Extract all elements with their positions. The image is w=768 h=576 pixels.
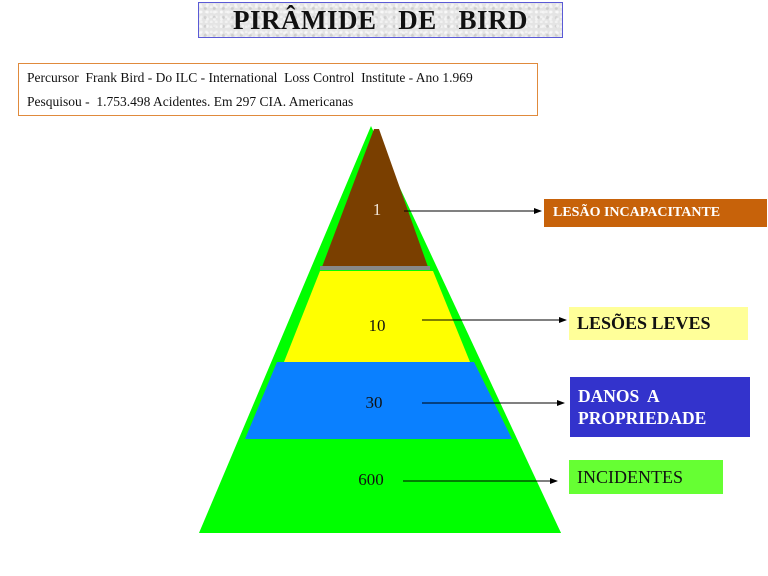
tier-value-10: 10 (368, 316, 386, 335)
info-line-research-scope: Pesquisou - 1.753.498 Acidentes. Em 297 … (27, 94, 354, 109)
tier-lesao-incapacitante (322, 129, 428, 267)
label-danos-propriedade: DANOS A PROPRIEDADE (570, 377, 750, 437)
label-lesoes-leves: LESÕES LEVES (569, 307, 748, 340)
label-lesao-incapacitante: LESÃO INCAPACITANTE (544, 199, 767, 227)
label-incidentes: INCIDENTES (569, 460, 723, 494)
tier-separator-bar (320, 266, 430, 270)
tier-value-30: 30 (365, 393, 383, 412)
info-line-researcher: Percursor Frank Bird - Do ILC - Internat… (27, 70, 473, 85)
tier-incidentes (201, 439, 561, 533)
tier-danos-propriedade (245, 362, 512, 439)
label-danos-line1: DANOS A (578, 386, 660, 406)
tier-lesoes-leves (284, 271, 470, 362)
info-box: Percursor Frank Bird - Do ILC - Internat… (18, 63, 538, 116)
tier-value-1: 1 (372, 200, 382, 219)
label-danos-line2: PROPRIEDADE (578, 408, 707, 428)
page-title: PIRÂMIDE DE BIRD (232, 4, 529, 35)
tier-value-600: 600 (358, 470, 384, 489)
title-banner: PIRÂMIDE DE BIRD (198, 2, 563, 38)
